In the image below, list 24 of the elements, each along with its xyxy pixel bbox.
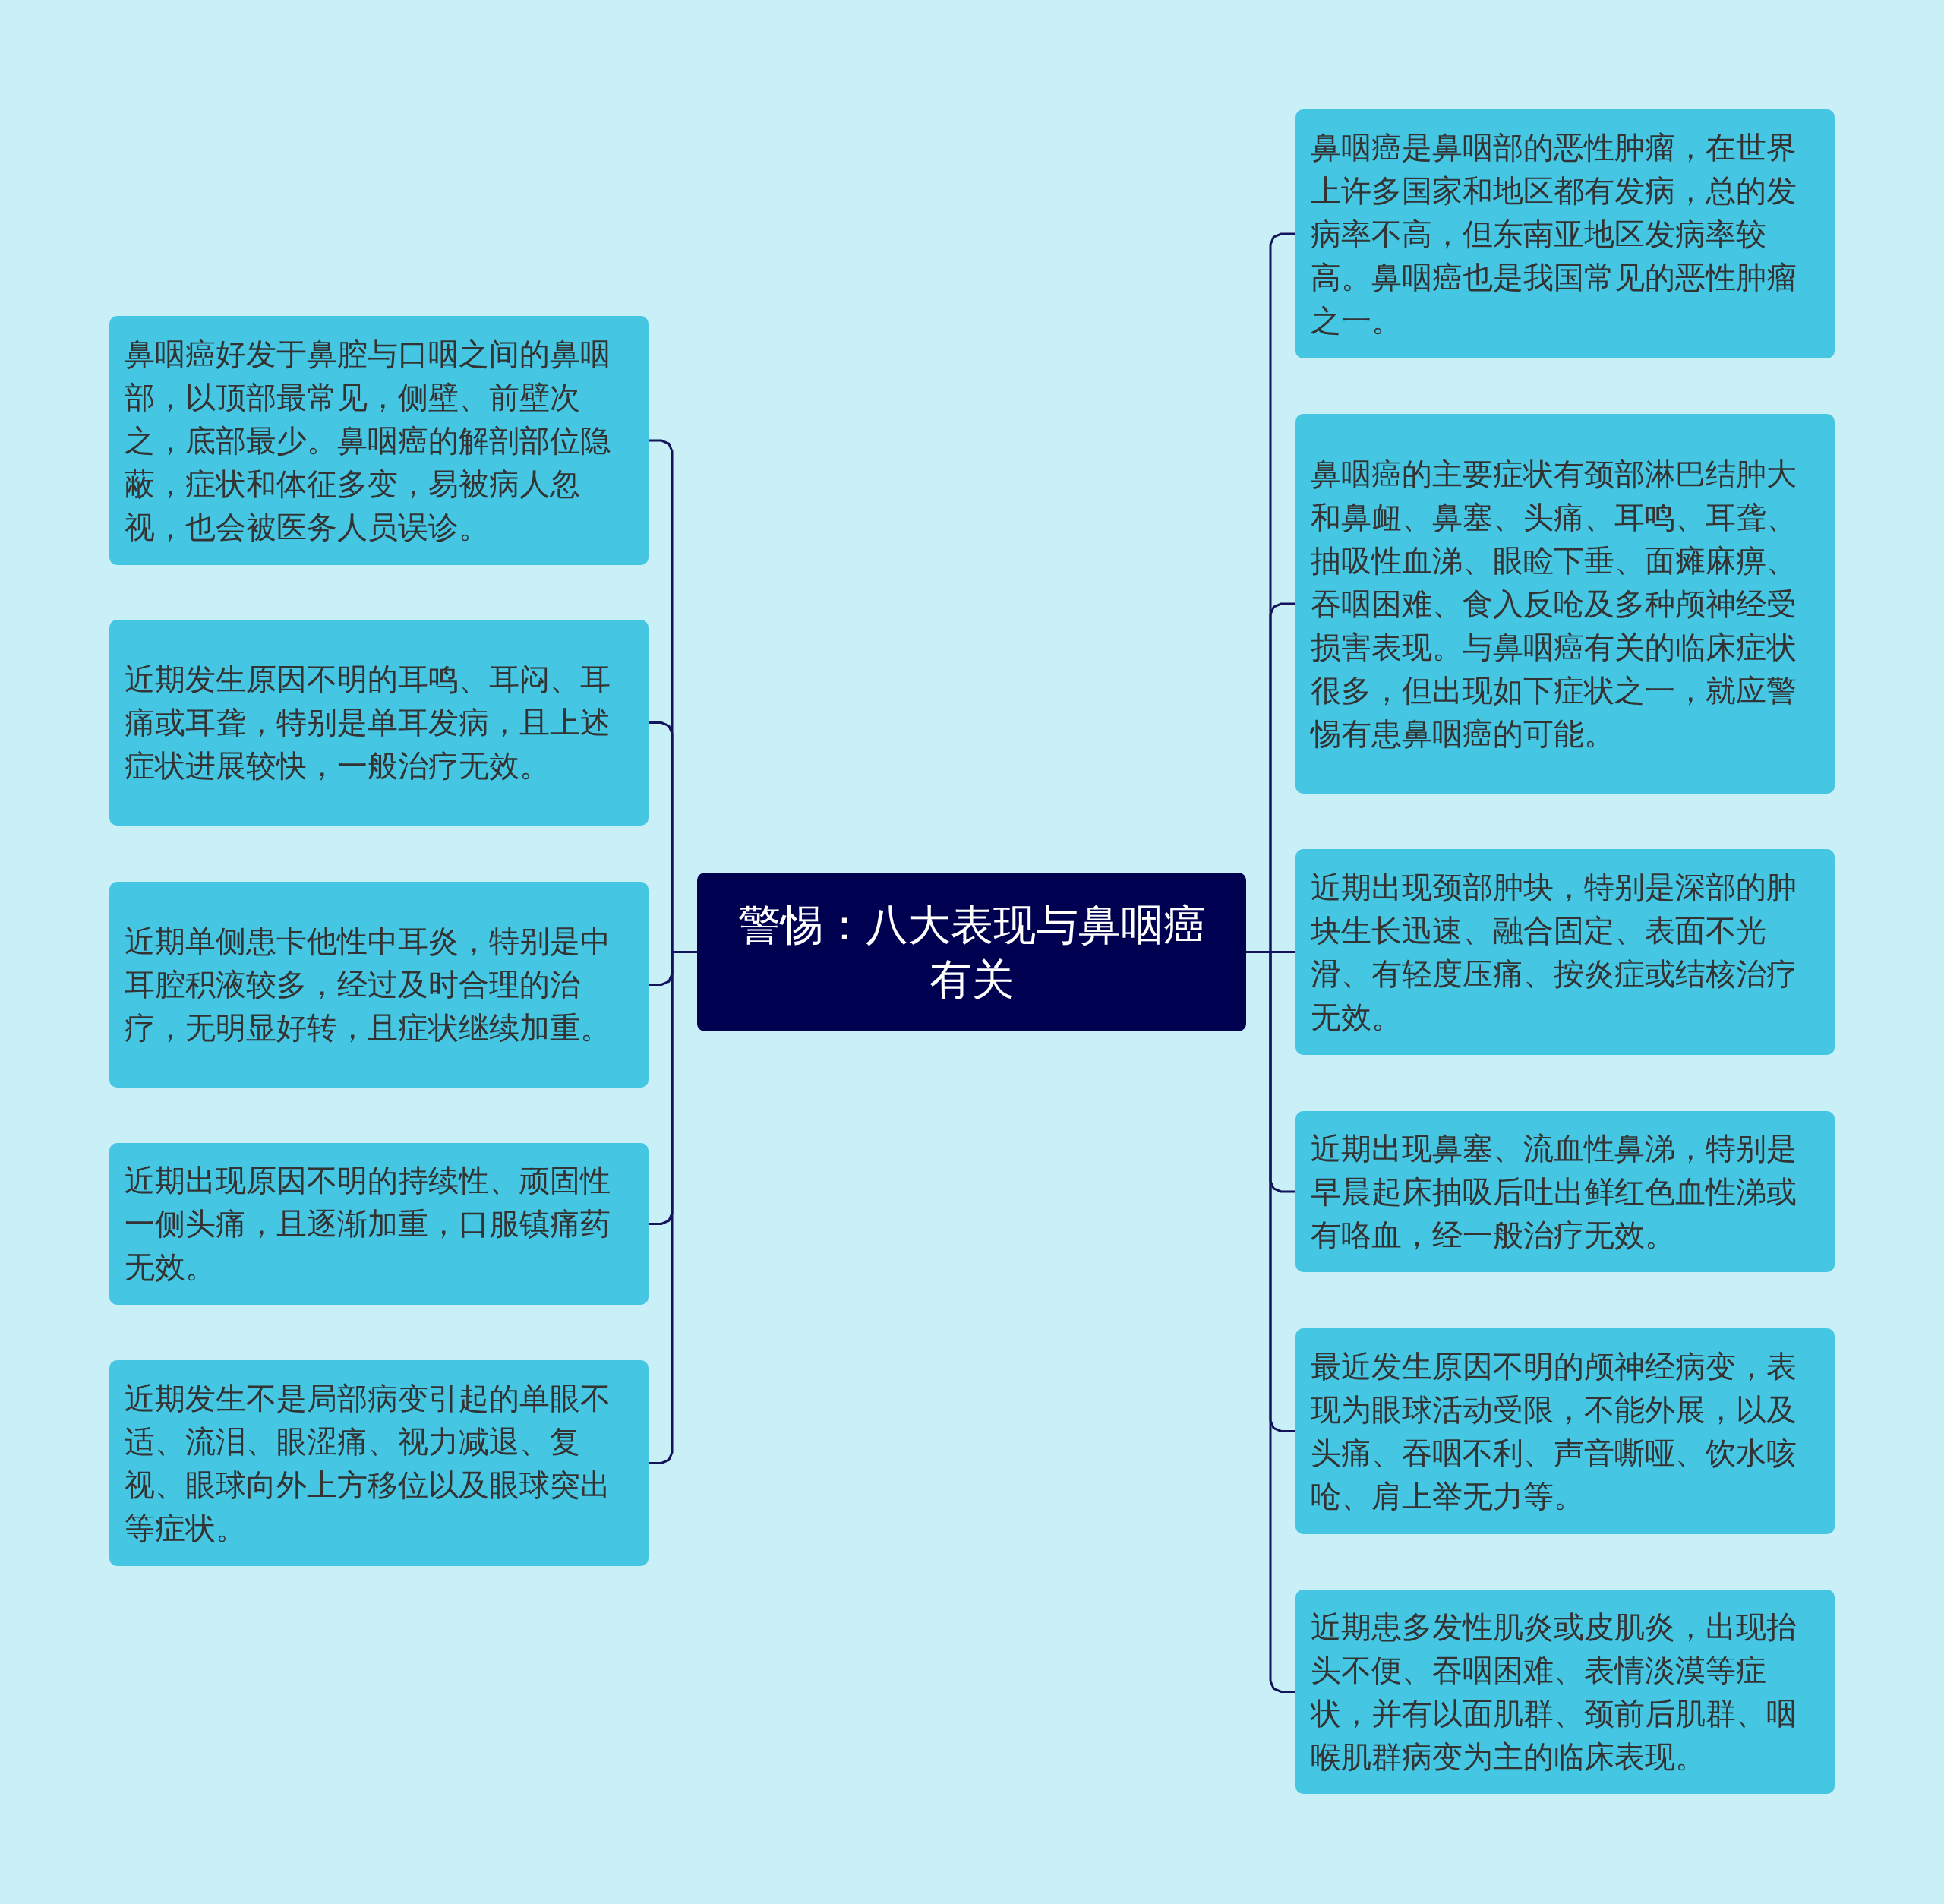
topic-box — [697, 873, 1246, 1031]
body-text: 近期发生原因不明的耳鸣、耳闷、耳痛或耳聋，特别是单耳发病，且上述症状进展较快，一般治疗无效。 — [125, 661, 611, 785]
text-box — [1295, 1111, 1835, 1272]
text-box — [109, 1143, 649, 1305]
body-text: 近期发生不是局部病变引起的单眼不适、流泪、眼涩痛、视力减退、复视、眼球向外上方移位以及眼球突出等症状。 — [125, 1379, 611, 1547]
body-text: 近期出现原因不明的持续性、顽固性一侧头痛，且逐渐加重，口服镇痛药无效。 — [125, 1162, 611, 1286]
body-text: 最近发生原因不明的颅神经病变，表现为眼球活动受限，不能外展，以及头痛、吞咽不利、声音嘶哑、饮水咳呛、肩上举无力等。 — [1311, 1347, 1797, 1515]
body-text: 鼻咽癌是鼻咽部的恶性肿瘤，在世界上许多国家和地区都有发病，总的发病率不高，但东南亚地区发病率较高。鼻咽癌也是我国常见的恶性肿瘤之一。 — [1311, 128, 1797, 339]
body-text: 近期出现鼻塞、流血性鼻涕，特别是早晨起床抽吸后吐出鲜红色血性涕或有咯血，经一般治疗无效。 — [1311, 1129, 1797, 1254]
body-text: 鼻咽癌好发于鼻腔与口咽之间的鼻咽部，以顶部最常见，侧壁、前壁次之，底部最少。鼻咽癌的解剖部位隐蔽，症状和体征多变，易被病人忽视，也会被医务人员误诊。 — [125, 335, 611, 546]
text-box — [109, 882, 649, 1088]
text-box — [109, 1360, 649, 1566]
body-text: 近期患多发性肌炎或皮肌炎，出现抬头不便、吞咽困难、表情淡漠等症状，并有以面肌群、颈前后肌群、咽喉肌群病变为主的临床表现。 — [1311, 1608, 1797, 1776]
text-box — [1295, 849, 1835, 1055]
text-box — [1295, 109, 1835, 358]
body-text: 近期出现颈部肿块，特别是深部的肿块生长迅速、融合固定、表面不光滑、有轻度压痛、按炎症或结核治疗无效。 — [1311, 868, 1797, 1036]
text-box — [1295, 414, 1835, 794]
text-box — [1295, 1590, 1835, 1794]
text-box — [109, 620, 649, 826]
body-text: 鼻咽癌的主要症状有颈部淋巴结肿大和鼻衄、鼻塞、头痛、耳鸣、耳聋、抽吸性血涕、眼睑下垂、面瘫麻痹、吞咽困难、食入反呛及多种颅神经受损害表现。与鼻咽癌有关的临床症状很多，但出现如下症状之一，就应警惕有患鼻咽癌的可能。 — [1311, 455, 1797, 753]
body-text: 近期单侧患卡他性中耳炎，特别是中耳腔积液较多，经过及时合理的治疗，无明显好转，且症状继续加重。 — [125, 923, 611, 1047]
text-box — [1295, 1328, 1835, 1534]
topic-title: 警惕：八大表现与鼻咽癌有关 — [737, 898, 1207, 1006]
text-box — [109, 316, 649, 565]
